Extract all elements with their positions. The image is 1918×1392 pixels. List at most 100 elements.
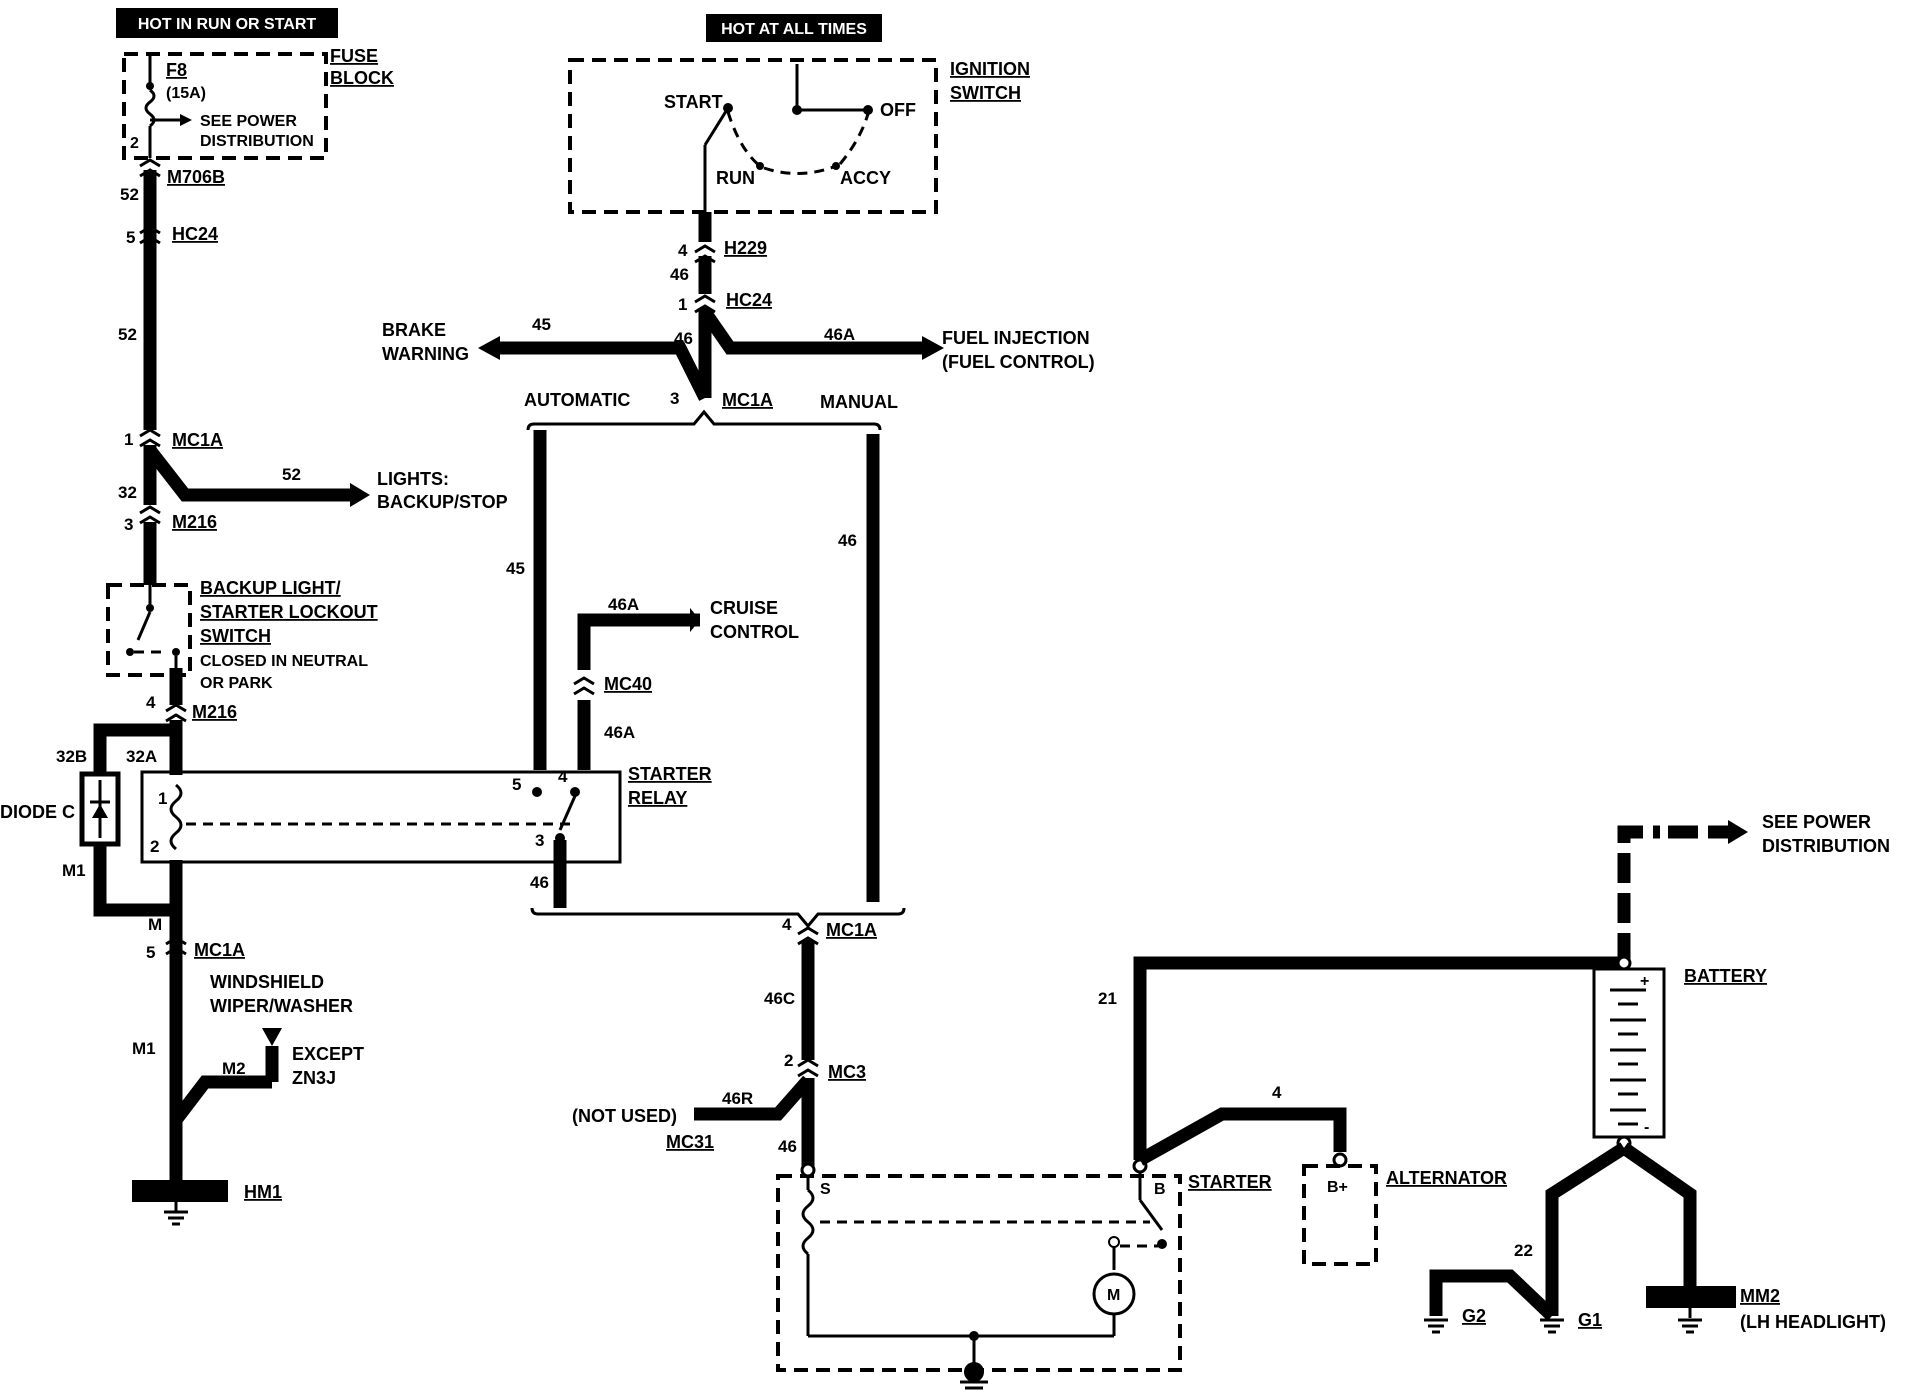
pin-label: M <box>148 915 162 934</box>
lights-label: LIGHTS: <box>377 469 449 489</box>
ignition-accy-label: ACCY <box>840 168 891 188</box>
svg-text:HOT IN RUN OR START: HOT IN RUN OR START <box>138 16 317 33</box>
wire-see-power <box>1617 825 1660 963</box>
see-power-distribution-label-2: DISTRIBUTION <box>1762 836 1890 856</box>
pin-label: 3 <box>670 389 679 408</box>
brake-warning-label: BRAKE <box>382 320 446 340</box>
ground-hm1 <box>132 1180 228 1226</box>
pin-label: 2 <box>150 837 159 856</box>
wire-label: 46A <box>604 723 635 742</box>
pin-label: 3 <box>124 515 133 534</box>
ignition-switch-label-2: SWITCH <box>950 83 1021 103</box>
lh-headlight-label: (LH HEADLIGHT) <box>1740 1312 1886 1332</box>
wire-label: 46A <box>608 595 639 614</box>
pin-label: 32A <box>126 747 157 766</box>
automatic-label: AUTOMATIC <box>524 390 630 410</box>
starter-motor <box>776 1158 1182 1390</box>
wiper-label-2: WIPER/WASHER <box>210 996 353 1016</box>
connector-mark <box>694 244 716 254</box>
battery-plus-label: + <box>1640 973 1649 990</box>
connector-g1: G1 <box>1578 1310 1602 1330</box>
connector-mc1a-middle: MC1A <box>826 920 877 940</box>
except-arrow <box>262 1028 282 1046</box>
ignition-switch <box>568 58 938 214</box>
pin-label: 4 <box>678 241 688 260</box>
wire-label: 4 <box>1272 1083 1282 1102</box>
fuse-block: F8 (15A) SEE POWER DISTRIBUTION 2 FUSE B… <box>122 46 394 160</box>
connector-mc1a-left: MC1A <box>172 430 223 450</box>
connector-mark <box>573 686 595 696</box>
connector-mark <box>797 936 819 946</box>
wire-mm2 <box>1620 1142 1697 1288</box>
diode-label: DIODE C <box>0 802 75 822</box>
pin-label: 5 <box>146 943 155 962</box>
brake-warning-label-2: WARNING <box>382 344 469 364</box>
connector-g2: G2 <box>1462 1306 1486 1326</box>
pin-label: 2 <box>784 1051 793 1070</box>
wire-label: M1 <box>132 1039 156 1058</box>
connector-hc24-top: HC24 <box>726 290 772 310</box>
diode-c <box>79 771 121 847</box>
wire-46a-cruise <box>577 613 700 670</box>
pin-label: 52 <box>120 185 139 204</box>
ground-g2 <box>1424 1318 1448 1334</box>
manual-label: MANUAL <box>820 392 898 412</box>
wire-label: 46 <box>838 531 857 550</box>
closed-neutral-label-2: OR PARK <box>200 675 273 692</box>
connector-mc3: MC3 <box>828 1062 866 1082</box>
connector-mark <box>694 304 716 314</box>
alternator <box>1302 1152 1378 1266</box>
pin-label: 46 <box>670 265 689 284</box>
connector-mc1a-bottom-left: MC1A <box>194 940 245 960</box>
connector-m706b: M706B <box>167 167 225 187</box>
battery <box>1592 955 1666 1151</box>
connector-mark <box>573 676 595 686</box>
connector-mc31: MC31 <box>666 1132 714 1152</box>
motor-label: M <box>1107 1287 1120 1304</box>
alternator-label: ALTERNATOR <box>1386 1168 1507 1188</box>
connector-mark <box>165 936 187 946</box>
ground-g1 <box>1540 1318 1564 1334</box>
middle-feed-wire <box>478 212 944 401</box>
connector-mark <box>797 1068 819 1078</box>
pin-label: 5 <box>512 775 521 794</box>
wire-label: 52 <box>282 465 301 484</box>
pin-label: 46 <box>674 329 693 348</box>
pin-label: 1 <box>678 295 687 314</box>
lights-label-2: BACKUP/STOP <box>377 492 508 512</box>
wire-g2 <box>1429 1269 1557 1321</box>
except-label-2: ZN3J <box>292 1068 336 1088</box>
see-power-arrow <box>1728 820 1748 844</box>
alternator-bplus-label: B+ <box>1327 1179 1348 1196</box>
wire-22 <box>1545 1142 1628 1316</box>
except-label: EXCEPT <box>292 1044 364 1064</box>
wire-label: 46R <box>722 1089 753 1108</box>
pin-label: M1 <box>62 861 86 880</box>
backup-light-switch <box>106 583 192 677</box>
ground-mm2 <box>1646 1286 1736 1334</box>
pin-label: 46 <box>530 873 549 892</box>
pin-label: 32 <box>118 483 137 502</box>
starter-relay-label: STARTER <box>628 764 712 784</box>
wire-label: 46A <box>824 325 855 344</box>
wire-label: 45 <box>506 559 525 578</box>
wire-label: 21 <box>1098 989 1117 1008</box>
fuel-injection-label-2: (FUEL CONTROL) <box>942 352 1095 372</box>
pin-label: 5 <box>126 228 135 247</box>
svg-text:FUSE: FUSE <box>330 46 378 66</box>
brace-bottom <box>530 907 906 929</box>
svg-text:F8: F8 <box>166 60 187 80</box>
wire-label: 22 <box>1514 1241 1533 1260</box>
connector-hc24-left: HC24 <box>172 224 218 244</box>
connector-m216-top: M216 <box>172 512 217 532</box>
left-connectors <box>139 158 187 723</box>
fuel-injection-label: FUEL INJECTION <box>942 328 1090 348</box>
wire-21 <box>1133 956 1624 1160</box>
ignition-off-label: OFF <box>880 100 916 120</box>
see-power-distribution-label: SEE POWER <box>1762 812 1871 832</box>
wire-label: M2 <box>222 1059 246 1078</box>
starter-relay-label-2: RELAY <box>628 788 687 808</box>
terminal-b-label: B <box>1154 1181 1166 1198</box>
hot-in-run-or-start-badge: HOT IN RUN OR START <box>116 8 338 38</box>
